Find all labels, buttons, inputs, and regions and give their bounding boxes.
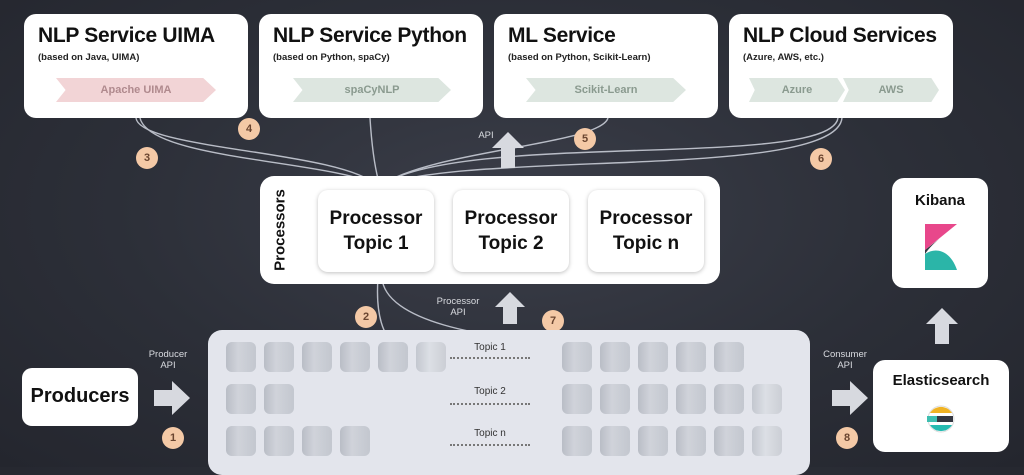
service-title: ML Service — [508, 24, 616, 47]
pill-apache-uima: Apache UIMA — [56, 78, 216, 102]
partition-cylinder — [340, 342, 370, 372]
step-badge-4: 4 — [238, 118, 260, 140]
kibana-logo-icon — [925, 224, 957, 270]
partition-cylinder — [600, 384, 630, 414]
pill-azure: Azure — [749, 78, 845, 102]
elasticsearch-label: Elasticsearch — [892, 372, 990, 389]
service-subtitle: (based on Python, spaCy) — [273, 52, 390, 63]
api-label: API — [478, 130, 494, 141]
api-up-arrow — [492, 132, 524, 168]
curve-cloud-a — [379, 117, 839, 187]
processor-topic-n: Processor Topic n — [588, 190, 704, 272]
pill-spacy: spaCyNLP — [293, 78, 451, 102]
processor-line2: Topic 2 — [478, 233, 544, 254]
partition-cylinder — [676, 342, 706, 372]
consumer-right-arrow — [832, 381, 868, 415]
partition-cylinder — [264, 384, 294, 414]
processor-line1: Processor — [329, 208, 423, 229]
pill-aws: AWS — [843, 78, 939, 102]
service-title: NLP Cloud Services — [743, 24, 937, 47]
partition-cylinder — [676, 426, 706, 456]
processor-line2: Topic n — [612, 233, 680, 254]
partition-cylinder — [676, 384, 706, 414]
processor-line1: Processor — [464, 208, 558, 229]
partition-cylinder — [340, 426, 370, 456]
partition-cylinder — [226, 384, 256, 414]
processor-line1: Processor — [599, 208, 693, 229]
processor-topic-1: Processor Topic 1 — [318, 190, 434, 272]
partition-cylinder — [302, 342, 332, 372]
service-title: NLP Service Python — [273, 24, 467, 47]
partition-cylinder — [562, 342, 592, 372]
partition-cylinder — [600, 426, 630, 456]
topic-label-2: Topic 2 — [474, 386, 506, 397]
kibana-up-arrow — [926, 308, 958, 344]
partition-cylinder — [600, 342, 630, 372]
service-subtitle: (based on Java, UIMA) — [38, 52, 140, 63]
partition-cylinder — [416, 342, 446, 372]
kibana-box: Kibana — [892, 178, 988, 288]
processor-topic-2: Processor Topic 2 — [453, 190, 569, 272]
step-badge-7: 7 — [542, 310, 564, 332]
partition-cylinder — [714, 342, 744, 372]
partition-cylinder — [264, 426, 294, 456]
partition-cylinder — [638, 342, 668, 372]
partition-cylinder — [752, 426, 782, 456]
partition-cylinder — [562, 426, 592, 456]
service-card-uima: NLP Service UIMA (based on Java, UIMA) A… — [24, 14, 248, 118]
partition-cylinder — [714, 384, 744, 414]
service-card-python: NLP Service Python (based on Python, spa… — [259, 14, 483, 118]
topic-dots-1 — [450, 357, 530, 359]
partition-cylinder — [302, 426, 332, 456]
processor-api-up-arrow — [495, 292, 525, 324]
service-subtitle: (based on Python, Scikit-Learn) — [508, 52, 651, 63]
producers-label: Producers — [30, 385, 130, 407]
step-badge-3: 3 — [136, 147, 158, 169]
topic-dots-n — [450, 444, 530, 446]
service-card-ml: ML Service (based on Python, Scikit-Lear… — [494, 14, 718, 118]
topic-label-1: Topic 1 — [474, 342, 506, 353]
topic-label-n: Topic n — [474, 428, 506, 439]
partition-cylinder — [378, 342, 408, 372]
partition-cylinder — [752, 384, 782, 414]
producers-box: Producers — [22, 368, 138, 426]
service-subtitle: (Azure, AWS, etc.) — [743, 52, 824, 63]
curve-cloud-b — [379, 117, 843, 187]
kibana-label: Kibana — [914, 192, 965, 209]
partition-cylinder — [714, 426, 744, 456]
partition-cylinder — [562, 384, 592, 414]
partition-cylinder — [226, 426, 256, 456]
producer-right-arrow — [154, 381, 190, 415]
step-badge-1: 1 — [162, 427, 184, 449]
partition-cylinder — [638, 384, 668, 414]
elasticsearch-logo-icon — [927, 405, 955, 433]
partition-cylinder — [226, 342, 256, 372]
step-badge-2: 2 — [355, 306, 377, 328]
processors-label: Processors — [271, 189, 289, 271]
service-card-cloud: NLP Cloud Services (Azure, AWS, etc.) Az… — [729, 14, 953, 118]
partition-cylinder — [638, 426, 668, 456]
processor-line2: Topic 1 — [343, 233, 409, 254]
step-badge-5: 5 — [574, 128, 596, 150]
partition-cylinder — [264, 342, 294, 372]
topic-dots-2 — [450, 403, 530, 405]
elasticsearch-box: Elasticsearch — [873, 360, 1009, 452]
step-badge-8: 8 — [836, 427, 858, 449]
service-title: NLP Service UIMA — [38, 24, 215, 47]
pill-scikit-learn: Scikit-Learn — [526, 78, 686, 102]
step-badge-6: 6 — [810, 148, 832, 170]
